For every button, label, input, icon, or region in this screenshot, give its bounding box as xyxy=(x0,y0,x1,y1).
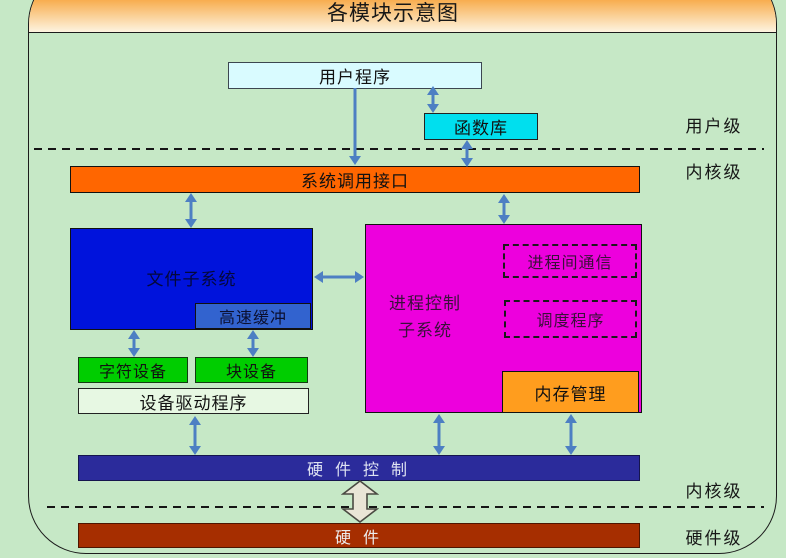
box-scheduler-label: 调度程序 xyxy=(536,313,605,330)
box-syscall-interface-label: 系统调用接口 xyxy=(301,172,409,191)
box-scheduler: 调度程序 xyxy=(504,300,637,338)
box-hardware-label: 硬 件 xyxy=(334,529,383,547)
arrow-filesubsystem-chardevice xyxy=(127,330,140,357)
box-function-library: 函数库 xyxy=(424,113,538,140)
box-device-driver: 设备驱动程序 xyxy=(78,388,309,414)
label-kernel-level-bottom: 内核级 xyxy=(685,482,743,501)
label-user-level: 用户级 xyxy=(685,117,743,136)
box-buffer-cache: 高速缓冲 xyxy=(195,303,311,329)
box-hardware-control-label: 硬 件 控 制 xyxy=(306,462,411,479)
arrow-memory-hwcontrol xyxy=(564,414,577,455)
box-file-subsystem-label: 文件子系统 xyxy=(146,270,237,289)
box-char-device-label: 字符设备 xyxy=(98,364,167,381)
arrow-processsubsystem-hwcontrol xyxy=(432,414,445,455)
box-user-program-label: 用户程序 xyxy=(319,68,391,87)
arrow-functionlibrary-syscall xyxy=(460,140,473,167)
box-syscall-interface: 系统调用接口 xyxy=(70,166,640,193)
box-memory-management: 内存管理 xyxy=(502,371,639,413)
box-user-program: 用户程序 xyxy=(228,62,482,89)
arrow-syscall-filesubsystem xyxy=(184,193,197,228)
box-hardware: 硬 件 xyxy=(78,523,640,548)
box-block-device-label: 块设备 xyxy=(225,364,277,381)
box-ipc: 进程间通信 xyxy=(503,244,637,278)
box-block-device: 块设备 xyxy=(195,357,308,383)
hollow-arrow-hwcontrol-hardware xyxy=(341,480,379,523)
label-kernel-level-top: 内核级 xyxy=(685,163,743,182)
box-buffer-cache-label: 高速缓冲 xyxy=(218,310,287,327)
arrow-filesubsystem-processsubsystem xyxy=(314,270,364,283)
arrow-userprogram-to-syscall xyxy=(348,88,361,165)
box-device-driver-label: 设备驱动程序 xyxy=(139,393,248,413)
diagram-title: 各模块示意图 xyxy=(327,1,459,25)
arrow-syscall-processsubsystem xyxy=(497,194,510,224)
arrow-buffercache-blockdevice xyxy=(246,330,259,357)
box-function-library-label: 函数库 xyxy=(454,119,508,138)
user-kernel-divider xyxy=(34,148,764,150)
arrow-devicedriver-hwcontrol xyxy=(188,416,201,455)
box-ipc-label: 进程间通信 xyxy=(527,255,613,272)
arrow-userprogram-functionlibrary xyxy=(426,86,439,113)
label-hardware-level: 硬件级 xyxy=(685,529,743,548)
box-memory-management-label: 内存管理 xyxy=(534,384,607,404)
kernel-hardware-divider xyxy=(47,506,764,508)
box-hardware-control: 硬 件 控 制 xyxy=(78,455,640,481)
box-char-device: 字符设备 xyxy=(78,357,188,383)
box-process-control-subsystem-label: 进程控制 子系统 xyxy=(378,290,472,344)
process-control-line1: 进程控制 xyxy=(389,294,461,313)
title-banner xyxy=(29,0,776,33)
process-control-line2: 子系统 xyxy=(398,321,452,341)
